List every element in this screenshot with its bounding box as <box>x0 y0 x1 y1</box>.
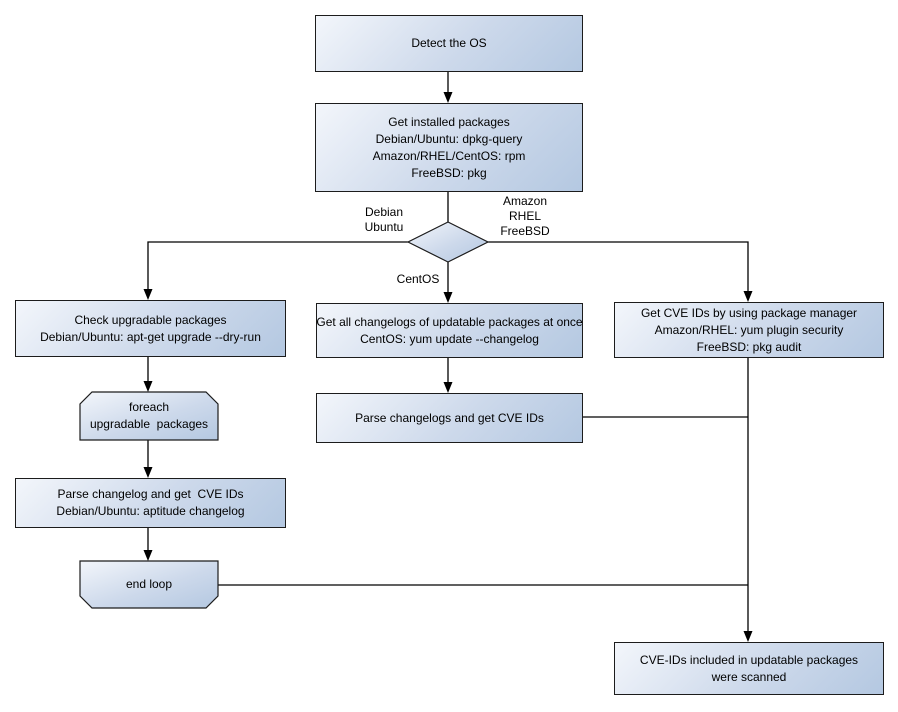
node-scan-result: CVE-IDs included in updatable packages w… <box>614 642 884 695</box>
node-detect-os: Detect the OS <box>315 15 583 72</box>
node-text: Debian/Ubuntu: apt-get upgrade --dry-run <box>40 329 261 344</box>
edge-label-text: CentOS <box>396 272 440 286</box>
foreach-loop-shape <box>79 391 219 441</box>
node-text: Parse changelogs and get CVE IDs <box>355 410 544 425</box>
edge-label-amazon-rhel-freebsd: Amazon RHEL FreeBSD <box>494 194 556 239</box>
arrowhead-to-foreach <box>143 381 153 392</box>
arrowhead-to-get-all-changelogs <box>443 292 453 303</box>
os-branch-diamond <box>406 221 490 263</box>
edge-label-text: Ubuntu <box>364 220 404 234</box>
edge-label-text: Amazon <box>502 194 548 208</box>
node-get-cve-ids-package-manager: Get CVE IDs by using package manager Ama… <box>614 302 884 358</box>
node-text: Get CVE IDs by using package manager <box>640 305 858 320</box>
node-parse-changelog-get-cve-ids-debian: Parse changelog and get CVE IDs Debian/U… <box>15 478 286 528</box>
edge-label-centos: CentOS <box>388 272 448 287</box>
node-text: Get all changelogs of updatable packages… <box>316 314 583 329</box>
node-text: upgradable packages <box>89 417 209 431</box>
node-check-upgradable-packages: Check upgradable packages Debian/Ubuntu:… <box>15 300 286 357</box>
node-get-installed-packages: Get installed packages Debian/Ubuntu: dp… <box>315 103 583 192</box>
arrowhead-to-check-upgradable <box>143 289 153 300</box>
end-loop-shape <box>79 560 219 609</box>
arrowhead-to-get-cve-ids <box>743 291 753 302</box>
node-text: foreach <box>128 400 170 414</box>
arrowhead-to-parse-changelogs-mid <box>443 382 453 393</box>
node-text: Debian/Ubuntu: aptitude changelog <box>56 504 245 518</box>
node-text: Parse changelog and get CVE IDs <box>57 487 244 501</box>
node-foreach-loop-start: foreach upgradable packages <box>80 392 218 440</box>
node-text: Check upgradable packages <box>74 312 227 327</box>
edge-label-text: Debian <box>364 205 404 219</box>
arrowhead-to-get-installed <box>443 92 453 103</box>
node-text: Detect the OS <box>411 36 487 50</box>
node-text: end loop <box>125 577 173 591</box>
node-text: Get installed packages <box>388 114 510 129</box>
node-text: FreeBSD: pkg <box>411 165 487 180</box>
node-text: FreeBSD: pkg audit <box>696 339 802 354</box>
node-get-all-changelogs: Get all changelogs of updatable packages… <box>316 303 583 358</box>
connector-lines <box>147 71 749 631</box>
edge-label-debian-ubuntu: Debian Ubuntu <box>354 205 414 235</box>
arrowhead-to-end-loop <box>143 550 153 561</box>
node-text: CentOS: yum update --changelog <box>360 331 539 346</box>
node-text: CVE-IDs included in updatable packages <box>639 652 859 667</box>
node-text: Debian/Ubuntu: dpkg-query <box>375 131 523 146</box>
arrowhead-to-scan-result <box>743 631 753 642</box>
node-parse-changelogs-get-cve-ids: Parse changelogs and get CVE IDs <box>316 393 583 443</box>
node-text: Amazon/RHEL/CentOS: rpm <box>372 148 526 163</box>
node-text: were scanned <box>711 669 787 684</box>
node-text: Amazon/RHEL: yum plugin security <box>654 322 844 337</box>
edge-label-text: RHEL <box>508 209 541 223</box>
edge-label-text: FreeBSD <box>500 224 550 238</box>
node-end-loop: end loop <box>80 561 218 608</box>
arrowhead-to-parse-changelog <box>143 467 153 478</box>
